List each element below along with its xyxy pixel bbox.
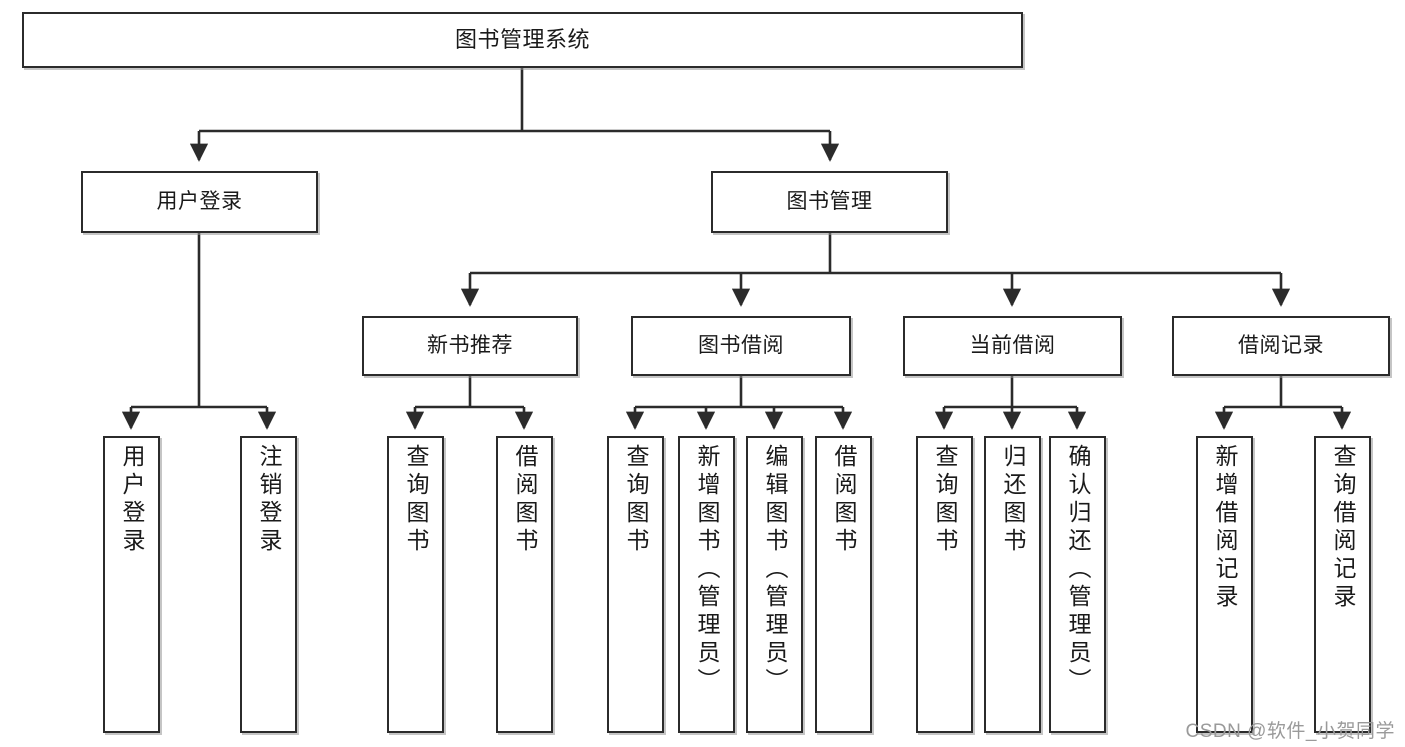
node-user-login-label: 用户登录 (156, 189, 243, 213)
node-borrow-records[interactable]: 借阅记录 (1172, 316, 1390, 376)
node-leaf-query-book-current-label: 查询图书 (932, 444, 958, 556)
node-book-management[interactable]: 图书管理 (711, 171, 948, 233)
node-leaf-borrow-book-new[interactable]: 借阅图书 (496, 436, 553, 733)
node-leaf-add-borrow-record[interactable]: 新增借阅记录 (1196, 436, 1253, 733)
node-leaf-borrow-book-label: 借阅图书 (831, 444, 857, 556)
node-leaf-query-book-borrow[interactable]: 查询图书 (607, 436, 664, 733)
node-leaf-add-book-admin[interactable]: 新增图书（管理员） (678, 436, 735, 733)
node-leaf-query-book-new-label: 查询图书 (403, 444, 429, 556)
node-leaf-query-book-current[interactable]: 查询图书 (916, 436, 973, 733)
node-leaf-query-book-borrow-label: 查询图书 (623, 444, 649, 556)
node-leaf-borrow-book[interactable]: 借阅图书 (815, 436, 872, 733)
node-leaf-add-book-admin-label: 新增图书（管理员） (694, 444, 720, 696)
node-current-borrow-label: 当前借阅 (969, 333, 1056, 357)
node-current-borrow[interactable]: 当前借阅 (903, 316, 1122, 376)
node-leaf-edit-book-admin-label: 编辑图书（管理员） (762, 444, 788, 696)
node-leaf-logout[interactable]: 注销登录 (240, 436, 297, 733)
node-leaf-logout-label: 注销登录 (256, 444, 282, 556)
node-leaf-add-borrow-record-label: 新增借阅记录 (1212, 444, 1238, 612)
node-leaf-confirm-return-admin[interactable]: 确认归还（管理员） (1049, 436, 1106, 733)
node-root[interactable]: 图书管理系统 (22, 12, 1023, 68)
node-borrow-records-label: 借阅记录 (1238, 333, 1324, 357)
node-book-borrow[interactable]: 图书借阅 (631, 316, 851, 376)
node-leaf-return-book-label: 归还图书 (1000, 444, 1026, 556)
node-leaf-query-borrow-record[interactable]: 查询借阅记录 (1314, 436, 1371, 733)
node-user-login[interactable]: 用户登录 (81, 171, 318, 233)
node-leaf-return-book[interactable]: 归还图书 (984, 436, 1041, 733)
node-leaf-borrow-book-new-label: 借阅图书 (512, 444, 538, 556)
node-leaf-query-borrow-record-label: 查询借阅记录 (1330, 444, 1356, 612)
node-book-management-label: 图书管理 (786, 189, 873, 213)
csdn-watermark: CSDN @软件_小贺同学 (1185, 721, 1395, 742)
node-leaf-user-login[interactable]: 用户登录 (103, 436, 160, 733)
node-book-borrow-label: 图书借阅 (698, 333, 784, 357)
node-root-label: 图书管理系统 (454, 27, 590, 53)
node-leaf-query-book-new[interactable]: 查询图书 (387, 436, 444, 733)
node-leaf-user-login-label: 用户登录 (119, 444, 145, 556)
node-new-book-recommend[interactable]: 新书推荐 (362, 316, 578, 376)
node-leaf-edit-book-admin[interactable]: 编辑图书（管理员） (746, 436, 803, 733)
node-new-book-recommend-label: 新书推荐 (427, 333, 513, 357)
node-leaf-confirm-return-admin-label: 确认归还（管理员） (1065, 444, 1091, 696)
